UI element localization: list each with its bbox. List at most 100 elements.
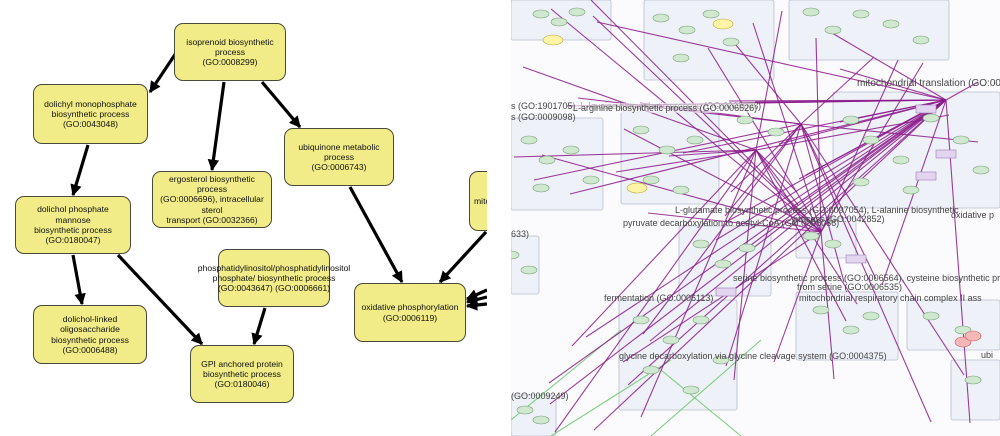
network-node bbox=[568, 7, 586, 17]
network-node bbox=[658, 145, 676, 155]
network-node bbox=[862, 135, 880, 145]
network-edge bbox=[740, 99, 947, 104]
label-fermentation: fermentation (GO:0006113) bbox=[604, 293, 714, 303]
cluster-box bbox=[788, 0, 950, 61]
right-go-network-panel: mitochondrial translation (GO:003254 s (… bbox=[511, 0, 1000, 436]
network-edge bbox=[800, 123, 979, 143]
edge-ubiquinone-to-oxphos bbox=[348, 186, 404, 284]
network-edge bbox=[784, 99, 947, 213]
network-edge bbox=[724, 123, 802, 217]
node-gpi-anchored-protein-biosynthetic-process[interactable]: GPI anchored protein biosynthetic proces… bbox=[190, 345, 294, 403]
edge-isoprenoid-to-ubiquinone bbox=[260, 80, 302, 129]
node-isoprenoid-biosynthetic-process[interactable]: isoprenoid biosynthetic process (GO:0008… bbox=[174, 23, 286, 81]
network-node bbox=[882, 19, 900, 29]
node-phosphatidylinositol-biosynthetic-process[interactable]: phosphatidylinositol/phosphatidylinosito… bbox=[198, 249, 350, 307]
network-edge bbox=[800, 123, 845, 283]
network-edge bbox=[820, 231, 835, 380]
network-edge bbox=[727, 99, 947, 222]
label-oxidative-partial: oxidative p bbox=[951, 210, 995, 220]
edge-isoprenoid-to-dolichyl bbox=[148, 52, 178, 93]
network-edge bbox=[627, 99, 947, 386]
label-ubi-partial: ubi bbox=[981, 350, 994, 360]
node-ergosterol-biosynthetic-process[interactable]: ergosterol biosynthetic process (GO:0006… bbox=[152, 171, 272, 228]
label-go0042852: process (GO:0042852) bbox=[793, 214, 885, 224]
network-node bbox=[972, 165, 990, 175]
network-node bbox=[516, 405, 534, 415]
network-node bbox=[662, 335, 680, 345]
network-edge-green bbox=[660, 369, 742, 436]
network-edge bbox=[640, 149, 757, 418]
network-node bbox=[632, 125, 650, 135]
network-edge bbox=[725, 123, 802, 367]
network-node bbox=[767, 127, 785, 137]
network-node bbox=[520, 265, 538, 275]
network-edge bbox=[585, 99, 947, 338]
node-dolichol-phosphate-mannose-biosynthetic-process[interactable]: dolichol phosphate mannose biosynthetic … bbox=[15, 196, 131, 254]
network-node bbox=[802, 7, 820, 17]
network-edge-green bbox=[650, 339, 762, 436]
network-edge bbox=[945, 81, 979, 101]
network-edge bbox=[800, 123, 965, 376]
node-dolichyl-monophosphate-biosynthetic-process[interactable]: dolichyl monophosphate biosynthetic proc… bbox=[33, 84, 148, 144]
right-network-graphics bbox=[511, 0, 1000, 436]
network-node bbox=[824, 239, 842, 249]
network-edge bbox=[682, 99, 947, 154]
network-label-box bbox=[715, 287, 737, 297]
network-node bbox=[852, 9, 870, 19]
network-edge bbox=[752, 22, 822, 233]
cluster-box bbox=[511, 117, 604, 211]
network-edge bbox=[571, 149, 757, 347]
cluster-box bbox=[832, 91, 1000, 209]
network-node bbox=[852, 177, 870, 187]
network-node bbox=[802, 231, 820, 241]
network-edge bbox=[800, 123, 877, 280]
network-edge bbox=[820, 59, 899, 233]
network-edge bbox=[550, 8, 822, 233]
label-go9249: (GO:0009249) bbox=[511, 391, 569, 401]
edge-phosphatidyl-to-gpi bbox=[251, 307, 267, 346]
network-node bbox=[562, 145, 580, 155]
edge-dolichol_mannose-to-dolichol_oligo bbox=[71, 254, 86, 306]
network-edge bbox=[755, 114, 950, 151]
label-from-serine: from serine (GO:0006535) bbox=[797, 282, 903, 292]
label-mitochondrial-translation: mitochondrial translation (GO:003254 bbox=[857, 78, 1000, 89]
network-node bbox=[672, 53, 690, 63]
network-node bbox=[862, 311, 880, 321]
network-node bbox=[738, 243, 756, 253]
network-node-pink bbox=[964, 330, 982, 342]
network-node bbox=[714, 259, 732, 269]
network-node bbox=[722, 37, 740, 47]
label-serine-biosynthetic: serine biosynthetic process (GO:0006564)… bbox=[733, 273, 1000, 283]
network-node bbox=[632, 315, 650, 325]
network-edge bbox=[596, 21, 947, 101]
label-go633: 633) bbox=[511, 229, 530, 239]
network-edge bbox=[820, 62, 924, 233]
network-edge bbox=[755, 149, 847, 322]
network-node bbox=[652, 13, 670, 23]
node-mito-partial[interactable]: mito bbox=[469, 171, 487, 231]
label-glycine-decarboxylation: glycine decarboxylation via glycine clea… bbox=[619, 351, 887, 361]
node-oxidative-phosphorylation[interactable]: oxidative phosphorylation (GO:0006119) bbox=[354, 283, 466, 342]
network-edge bbox=[554, 149, 757, 433]
network-edge bbox=[755, 149, 799, 206]
node-dolichol-linked-oligosaccharide-biosynthetic-process[interactable]: dolichol-linked oligosaccharide biosynth… bbox=[33, 305, 147, 364]
network-edge bbox=[755, 149, 798, 193]
network-node-highlight bbox=[712, 18, 734, 30]
network-edge bbox=[668, 149, 757, 157]
network-node bbox=[952, 135, 970, 145]
label-arginine: L-arginine biosynthetic process (GO:0006… bbox=[573, 103, 758, 113]
network-edge bbox=[750, 99, 947, 246]
network-node bbox=[642, 175, 660, 185]
network-node bbox=[520, 135, 538, 145]
network-node bbox=[736, 115, 754, 125]
network-edge bbox=[730, 38, 802, 125]
network-node bbox=[682, 385, 700, 395]
network-edge bbox=[623, 128, 822, 233]
network-node bbox=[672, 185, 690, 195]
network-node bbox=[922, 311, 940, 321]
node-ubiquinone-metabolic-process[interactable]: ubiquinone metabolic process (GO:0006743… bbox=[284, 128, 394, 186]
network-node bbox=[712, 355, 730, 365]
edge-mito_partial-to-oxphos bbox=[438, 230, 487, 284]
network-node-highlight bbox=[626, 182, 648, 194]
cluster-box bbox=[906, 299, 1000, 351]
